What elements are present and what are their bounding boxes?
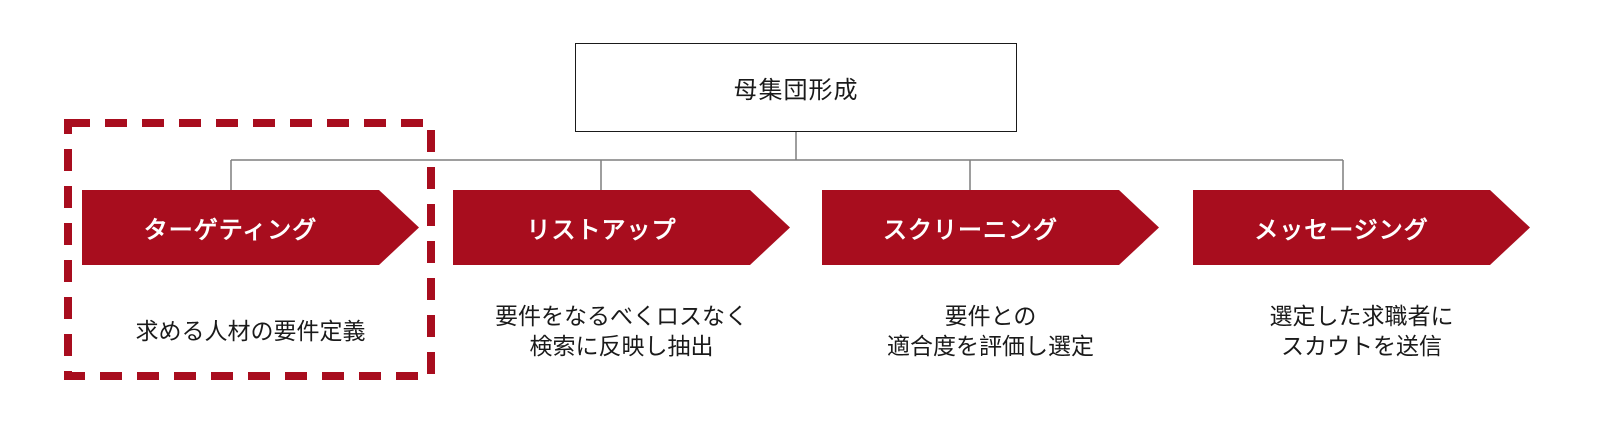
step-listup: リストアップ 要件をなるべくロスなく 検索に反映し抽出 [453,0,790,424]
root-node-label: 母集団形成 [733,77,859,104]
step-messaging: メッセージング 選定した求職者に スカウトを送信 [1193,0,1530,424]
step-arrow: ターゲティング [82,190,419,265]
step-description-line: 検索に反映し抽出 [529,333,714,359]
step-arrow-label: メッセージング [1254,217,1429,244]
step-description-line: スカウトを送信 [1281,333,1442,359]
step-arrow-label: リストアップ [526,217,677,244]
root-node-box: 母集団形成 [575,43,1017,132]
step-screening: スクリーニング 要件との 適合度を評価し選定 [822,0,1159,424]
step-description: 選定した求職者に スカウトを送信 [1193,292,1530,370]
step-arrow: メッセージング [1193,190,1530,265]
step-description-line: 選定した求職者に [1269,303,1454,329]
step-description: 要件をなるべくロスなく 検索に反映し抽出 [453,292,790,370]
step-description-line: 適合度を評価し選定 [887,333,1094,359]
step-description-line: 要件との [944,303,1037,329]
step-arrow-label: ターゲティング [143,217,318,244]
step-description: 要件との 適合度を評価し選定 [822,292,1159,370]
step-description-line: 求める人材の要件定義 [135,318,366,344]
step-targeting: ターゲティング 求める人材の要件定義 [82,0,419,424]
step-description: 求める人材の要件定義 [82,292,419,370]
step-description-line: 要件をなるべくロスなく [495,303,748,329]
step-arrow: スクリーニング [822,190,1159,265]
step-arrow: リストアップ [453,190,790,265]
step-arrow-label: スクリーニング [883,217,1058,244]
